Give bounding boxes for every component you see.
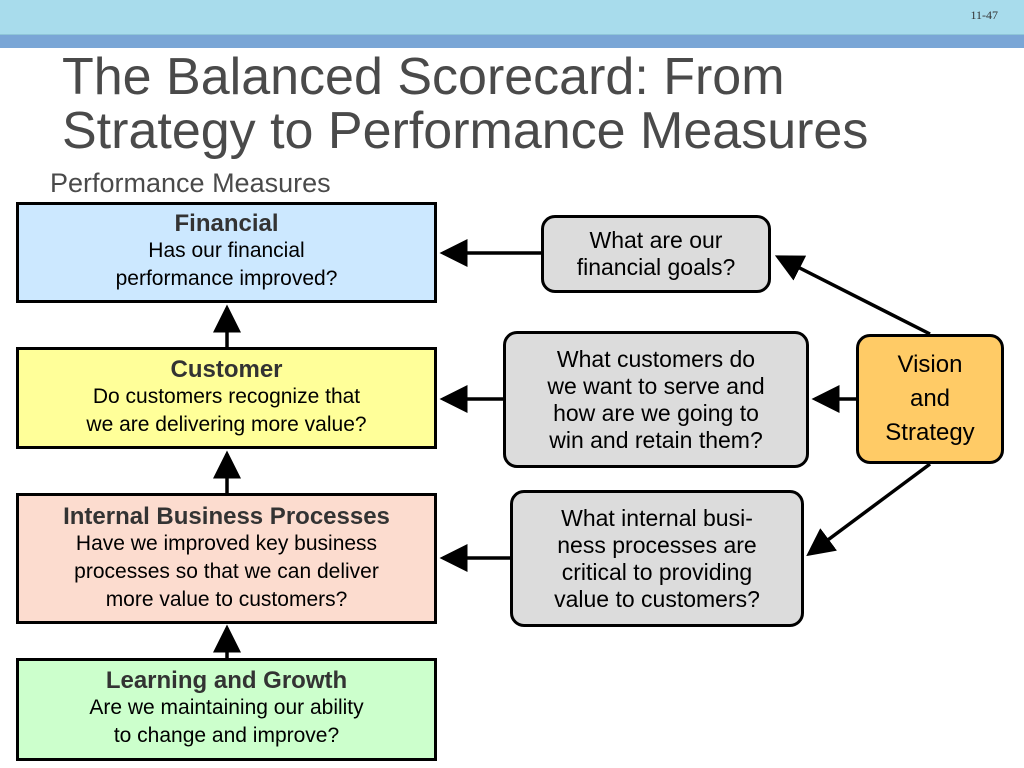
top-banner: 11-47 [0,0,1024,35]
internal-question-line-1: What internal busi- [561,504,753,531]
arrow-vision-to-internal-question [806,462,932,557]
customer-question-line-2: we want to serve and [547,372,765,399]
financial-box: Financial Has our financial performance … [16,202,437,303]
learning-growth-line-1: Are we maintaining our ability [89,696,364,719]
slide-title: The Balanced Scorecard: From Strategy to… [62,50,1002,158]
customer-question: What customers do we want to serve and h… [503,331,809,468]
financial-goals-question: What are our financial goals? [541,215,771,293]
customer-question-line-1: What customers do [556,345,756,372]
customer-question-line-3: how are we going to [553,399,759,426]
title-line-1: The Balanced Scorecard: From [62,48,785,106]
financial-line-1: Has our financial [148,239,305,262]
section-subtitle: Performance Measures [50,168,331,198]
customer-heading: Customer [170,356,283,383]
title-line-2: Strategy to Performance Measures [62,102,869,160]
customer-question-line-4: win and retain them? [549,426,763,453]
internal-processes-line-3: more value to customers? [105,588,348,611]
financial-heading: Financial [174,210,279,237]
internal-process-question: What internal busi- ness processes are c… [510,490,804,627]
internal-question-line-2: ness processes are [557,531,757,558]
internal-processes-heading: Internal Business Processes [63,503,390,530]
vision-line-2: and [909,385,951,412]
internal-question-line-4: value to customers? [554,585,760,612]
internal-processes-box: Internal Business Processes Have we impr… [16,493,437,624]
vision-line-3: Strategy [885,419,975,446]
internal-question-line-3: critical to providing [561,558,753,585]
vision-strategy-box: Vision and Strategy [856,334,1004,464]
financial-line-2: performance improved? [115,267,338,290]
customer-line-2: we are delivering more value? [86,413,367,436]
customer-line-1: Do customers recognize that [92,385,361,408]
financial-goals-line-2: financial goals? [576,254,736,280]
vision-line-1: Vision [897,351,963,378]
arrow-vision-to-financial-question [774,255,931,336]
internal-processes-line-1: Have we improved key business [75,532,378,555]
learning-growth-line-2: to change and improve? [113,724,340,747]
financial-goals-line-1: What are our [589,227,723,253]
learning-growth-box: Learning and Growth Are we maintaining o… [16,658,437,761]
slide-number: 11-47 [970,8,998,22]
learning-growth-heading: Learning and Growth [105,667,348,694]
customer-box: Customer Do customers recognize that we … [16,347,437,449]
accent-bar [0,35,1024,48]
internal-processes-line-2: processes so that we can deliver [74,560,379,583]
